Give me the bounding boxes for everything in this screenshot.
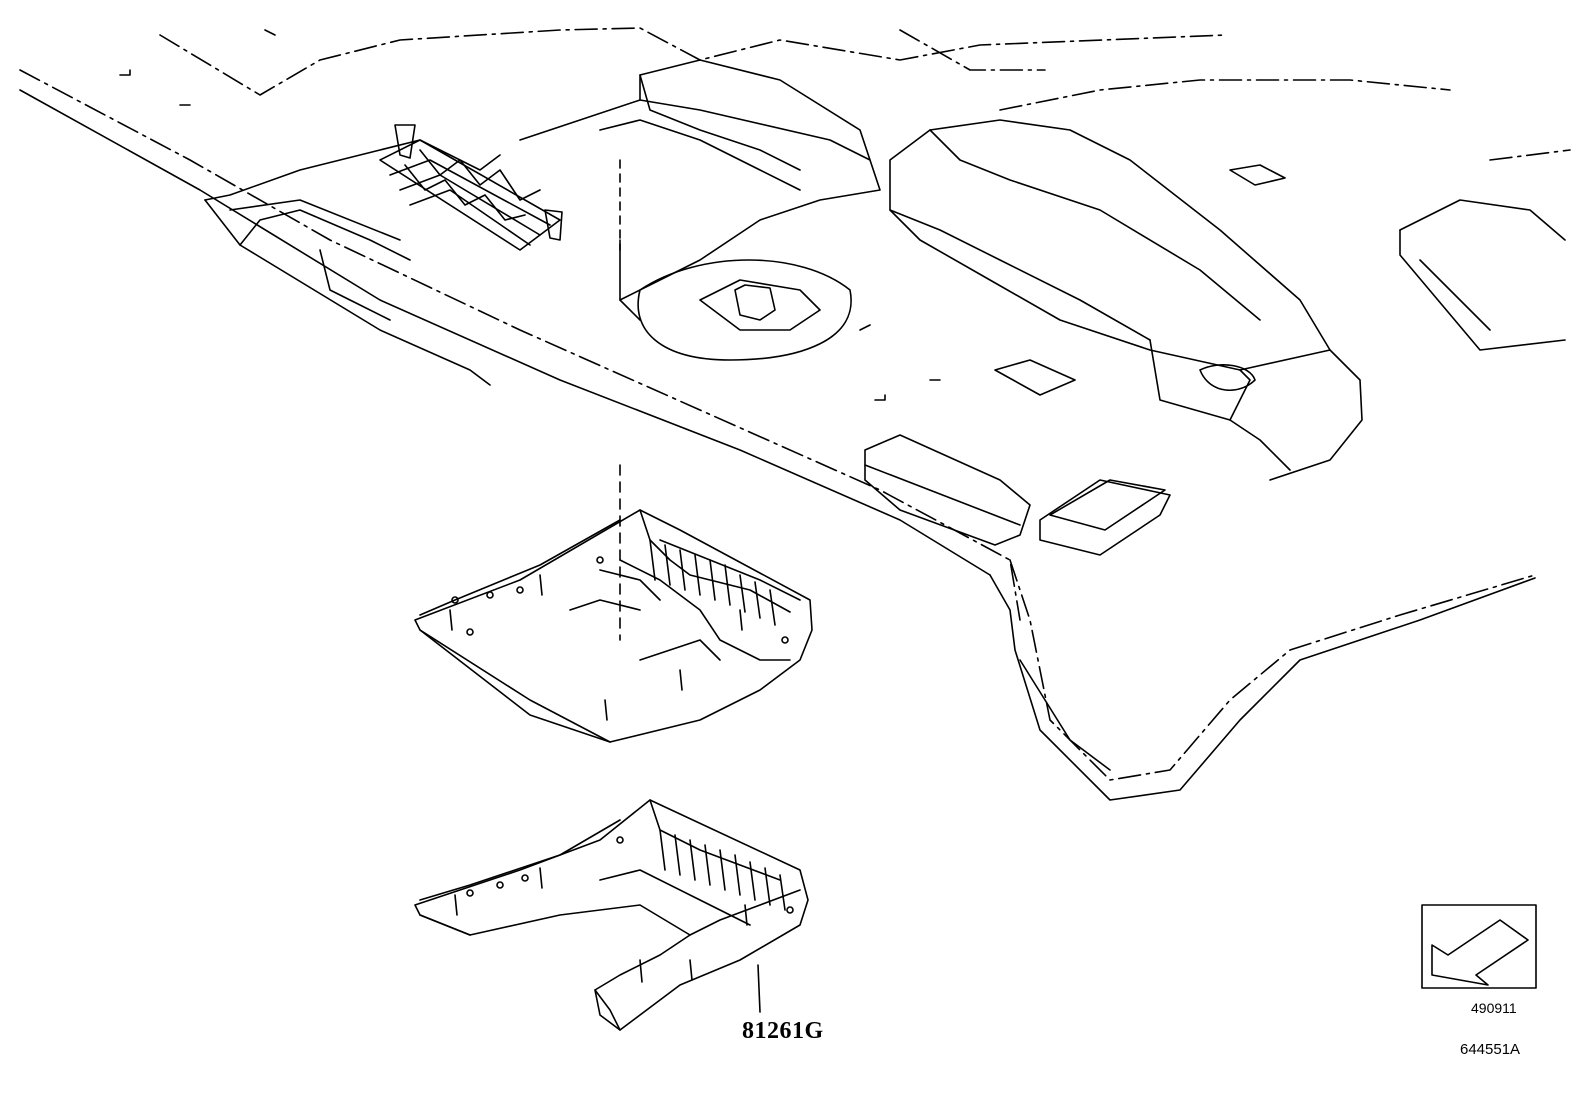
illustration-number: 644551A [1460, 1041, 1521, 1058]
direction-reference-number: 490911 [1471, 1000, 1517, 1016]
roof-headliner [19, 27, 1571, 801]
direction-arrow-icon [1421, 904, 1537, 989]
console-lower-81261G [414, 799, 809, 1031]
console-upper [414, 509, 813, 743]
part-callout-label: 81261G [742, 1018, 824, 1044]
